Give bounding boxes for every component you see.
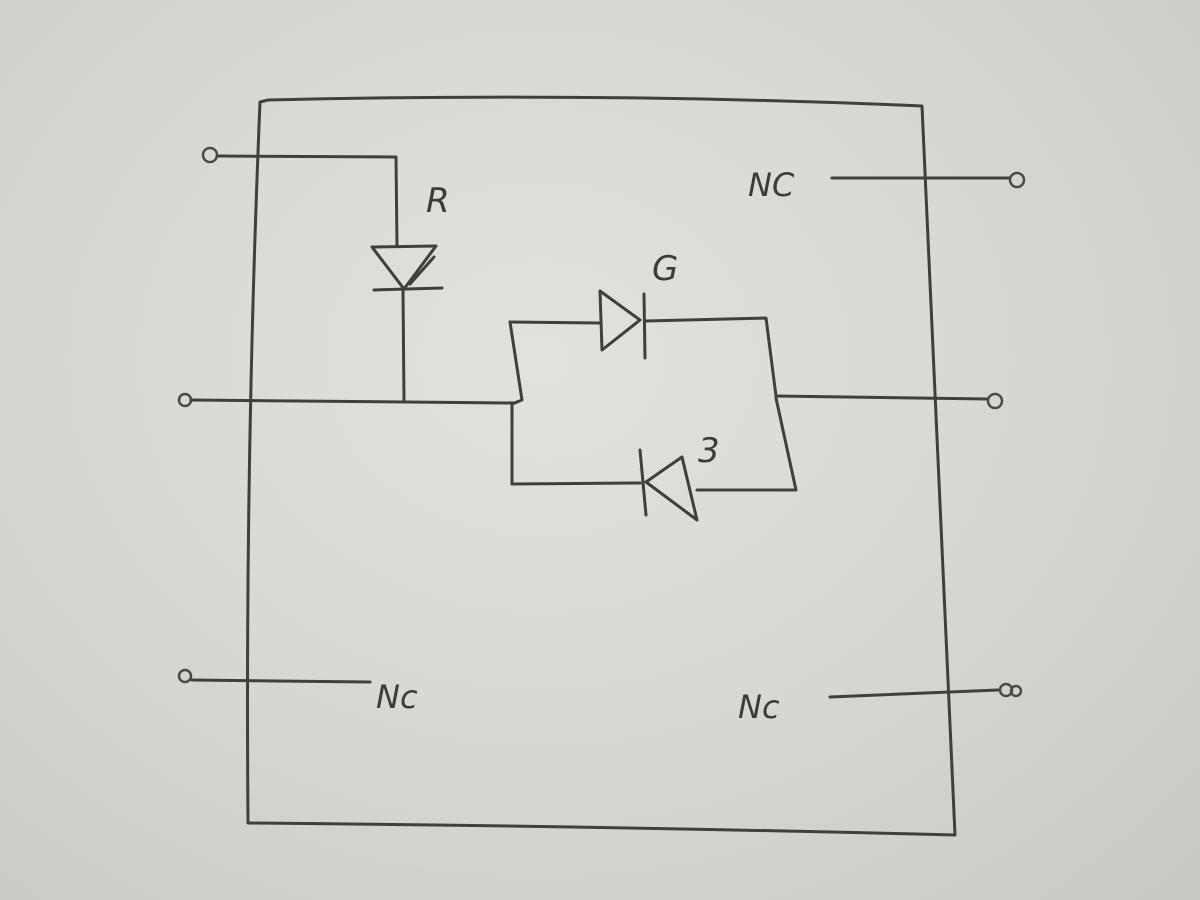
- diode-3-bar: [638, 448, 648, 517]
- diode-r-slash: [408, 255, 436, 286]
- diode-g: [598, 289, 647, 360]
- label-nc-bottom-right: Nc: [738, 688, 780, 726]
- wire-branch-bottom-left: [510, 481, 642, 486]
- pin-bottom-right-inner: [1009, 684, 1023, 698]
- diode-3: [638, 448, 699, 522]
- label-3: 3: [698, 431, 720, 471]
- pin-bottom-left: [177, 668, 193, 684]
- pin-top-left: [201, 146, 219, 164]
- wire-diode-r-drop: [401, 288, 406, 404]
- diode-r-bar: [372, 286, 444, 292]
- wire-branch-bottom-right: [695, 396, 798, 492]
- label-g: G: [652, 249, 678, 289]
- wire-middle-rail-right: [774, 394, 990, 401]
- wire-branch-top-right: [644, 316, 778, 398]
- diode-g-bar: [642, 292, 647, 360]
- wire-nc-bottom-left: [190, 678, 372, 684]
- wire-branch-left-vertical: [508, 320, 524, 486]
- diode-r-triangle: [370, 244, 438, 291]
- diode-r: [370, 244, 444, 292]
- diode-g-triangle: [598, 289, 642, 352]
- label-r: R: [426, 181, 450, 221]
- wire-pin-top-left: [215, 154, 399, 248]
- pin-top-right: [1008, 171, 1026, 189]
- label-nc-bottom-left: Nc: [376, 678, 418, 716]
- wire-nc-bottom-right: [828, 688, 1000, 699]
- pin-middle-left: [177, 392, 193, 408]
- diode-3-triangle: [644, 455, 699, 522]
- package-outline: [246, 95, 957, 837]
- wire-branch-top-left: [508, 320, 602, 325]
- pin-middle-right: [986, 392, 1004, 410]
- label-nc-top-right: NC: [748, 166, 795, 204]
- wire-middle-rail-left: [189, 398, 517, 405]
